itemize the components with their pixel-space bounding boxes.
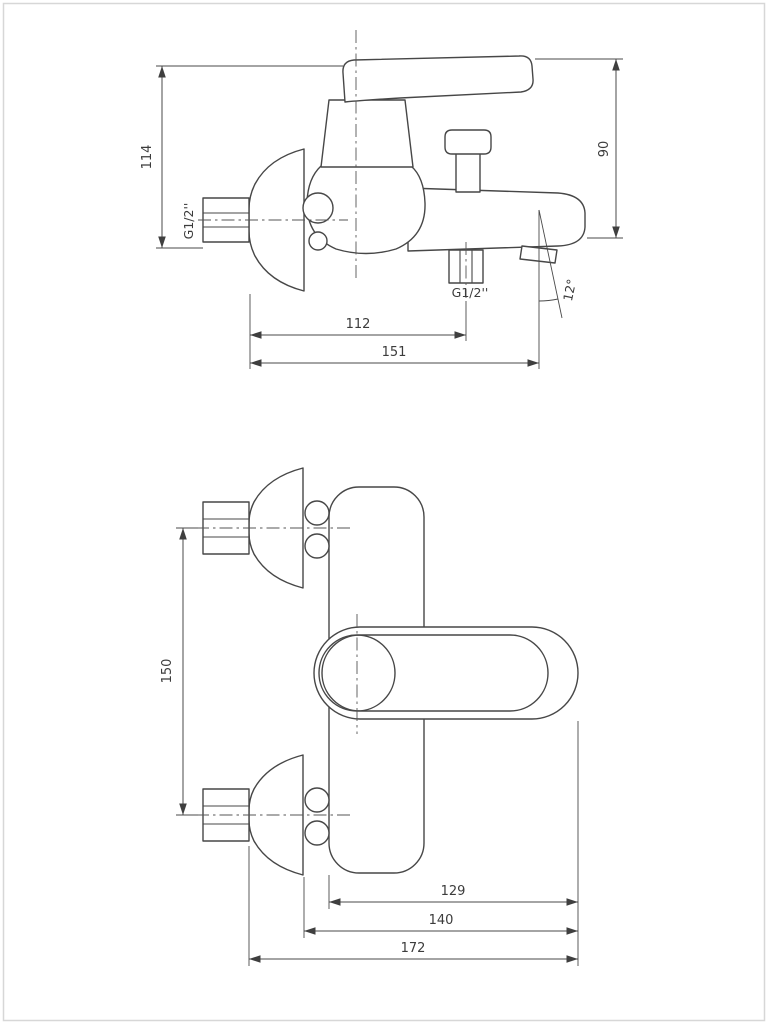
dim-height-overall-label: 114 (140, 145, 155, 170)
thread-label-shower: G1/2'' (452, 285, 489, 300)
connector-screw (304, 787, 330, 813)
dim-depth-overall-front-label: 172 (401, 941, 426, 956)
dim-depth-overall-side-label: 151 (382, 345, 407, 360)
dim-height-overall: 114 (140, 65, 343, 249)
dim-height-spout: 90 (535, 58, 623, 239)
cartridge-neck (320, 99, 414, 168)
front-view: 150 129 140 172 (160, 467, 579, 966)
handle-lever (342, 55, 534, 103)
dim-height-spout-label: 90 (597, 141, 612, 158)
angle-slant-line (538, 209, 563, 319)
dim-depth-overall-side: 151 (250, 345, 539, 367)
aerator (519, 245, 558, 264)
dim-depth-shower-label: 112 (346, 317, 371, 332)
handle-outline-inner (321, 634, 549, 712)
dim-depth-body-label: 129 (441, 884, 466, 899)
diverter-knob (444, 129, 492, 155)
dim-depth-overall-front: 172 (248, 846, 578, 966)
dim-depth-flange-label: 140 (429, 913, 454, 928)
dim-hole-spacing: 150 (160, 527, 198, 816)
flange-screw-lower (308, 231, 328, 251)
connector-screw (304, 500, 330, 526)
angle-arc (538, 298, 559, 302)
dim-spout-angle: 12° (538, 209, 579, 369)
handle-outline-outer (313, 626, 579, 720)
faucet-body-spout (407, 187, 586, 252)
thread-label-wall: G1/2'' (181, 203, 196, 240)
connector-screw (304, 820, 330, 846)
dim-depth-shower: 112 (249, 294, 467, 369)
dim-depth-body: 129 (328, 875, 578, 909)
dim-spout-angle-label: 12° (560, 278, 579, 303)
side-view: 114 90 G1/2'' G1/2'' 112 151 12° (140, 30, 623, 369)
dim-depth-flange: 140 (303, 877, 578, 938)
connector-screw (304, 533, 330, 559)
dim-hole-spacing-label: 150 (160, 659, 175, 684)
flange-screw-upper (302, 192, 334, 224)
diverter-stem (455, 149, 481, 193)
